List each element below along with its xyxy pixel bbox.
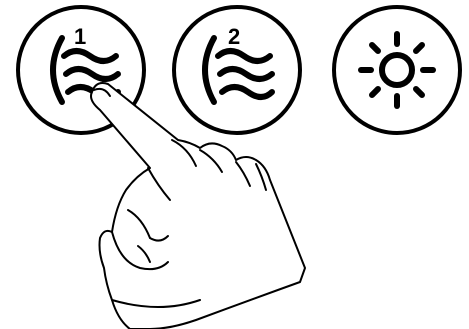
light-button[interactable] [334, 7, 460, 133]
fan-speed-2-button[interactable]: 2 [174, 7, 300, 133]
button-number-label: 1 [74, 24, 86, 49]
button-number-label: 2 [228, 24, 240, 49]
button-ring [334, 7, 460, 133]
